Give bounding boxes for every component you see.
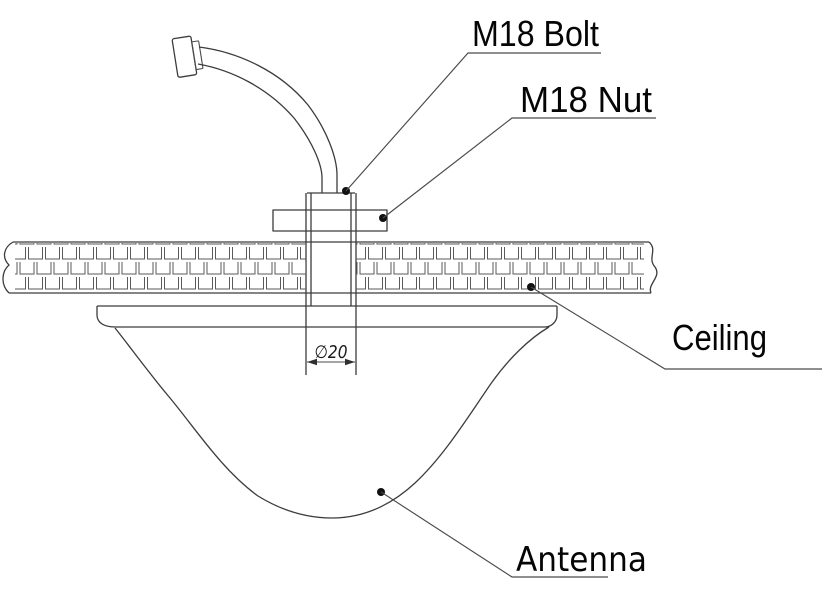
leader-line-ceiling bbox=[530, 286, 822, 370]
flange-cap-right bbox=[544, 306, 558, 328]
dimension-arrow-left bbox=[307, 358, 317, 366]
dimension-arrow-right bbox=[345, 358, 355, 366]
ceiling-panel bbox=[2, 241, 658, 294]
callout-labels: M18 Bolt M18 Nut Ceiling Antenna bbox=[472, 13, 767, 580]
dimension-hole: ∅20 bbox=[307, 342, 355, 366]
cable-connector bbox=[171, 35, 204, 78]
ceiling-hatch-left bbox=[15, 243, 306, 292]
connector-ferrule bbox=[191, 40, 204, 70]
leader-line-nut bbox=[382, 117, 656, 219]
antenna-dome bbox=[96, 305, 558, 519]
coax-cable bbox=[197, 46, 338, 193]
leader-line-antenna bbox=[380, 491, 608, 578]
ceiling-hatch-right bbox=[356, 243, 644, 292]
flange-cap-left bbox=[96, 306, 116, 328]
label-antenna: Antenna bbox=[516, 540, 647, 580]
label-ceiling: Ceiling bbox=[672, 317, 767, 358]
m18-nut bbox=[272, 209, 388, 232]
ceiling-break-right bbox=[648, 241, 658, 294]
dimension-text: ∅20 bbox=[315, 342, 348, 363]
leader-line-bolt bbox=[345, 52, 601, 192]
dome-curve bbox=[114, 326, 550, 519]
ceiling-break-left bbox=[2, 241, 14, 294]
label-m18-bolt: M18 Bolt bbox=[472, 13, 599, 54]
label-m18-nut: M18 Nut bbox=[520, 79, 652, 120]
callout-leaders bbox=[342, 52, 822, 578]
